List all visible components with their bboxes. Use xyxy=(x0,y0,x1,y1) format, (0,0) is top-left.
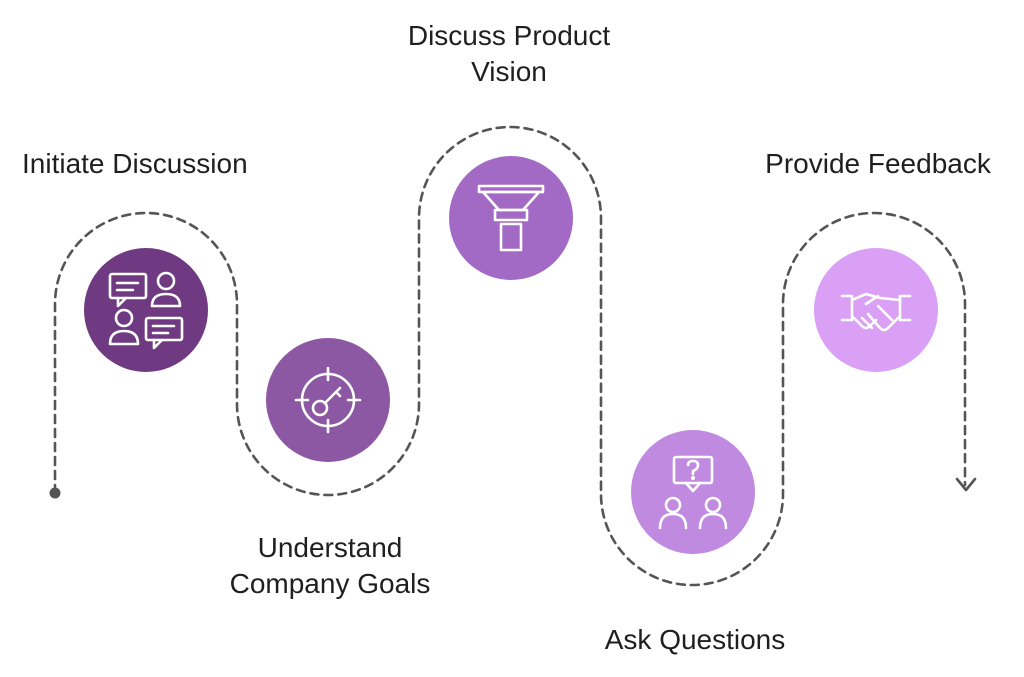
step-understand-label: Understand Company Goals xyxy=(206,530,454,602)
step-discuss-node xyxy=(449,156,573,280)
handshake-icon xyxy=(840,292,912,332)
target-key-icon xyxy=(294,366,362,434)
path-start-dot xyxy=(49,487,61,499)
step-discuss-label: Discuss Product Vision xyxy=(390,18,628,90)
step-feedback-label-line: Provide Feedback xyxy=(765,148,991,179)
step-ask-node xyxy=(631,430,755,554)
step-initiate-label: Initiate Discussion xyxy=(22,146,248,182)
step-feedback-circle xyxy=(814,248,938,372)
step-understand-label-line-2: Company Goals xyxy=(229,568,431,599)
step-initiate-label-line: Initiate Discussion xyxy=(22,148,248,179)
step-feedback-label: Provide Feedback xyxy=(744,146,1012,182)
step-discuss-circle xyxy=(449,156,573,280)
people-question-icon xyxy=(658,455,728,530)
step-ask-label-line: Ask Questions xyxy=(604,624,786,655)
step-feedback-node xyxy=(814,248,938,372)
path-end-arrow-icon xyxy=(955,477,977,492)
step-understand-label-line-1: Understand xyxy=(257,532,403,563)
step-discuss-label-line-2: Vision xyxy=(471,56,547,87)
step-discuss-label-line-1: Discuss Product xyxy=(407,20,611,51)
people-chat-icon xyxy=(108,271,184,350)
step-ask-label: Ask Questions xyxy=(576,622,814,658)
step-understand-node xyxy=(266,338,390,462)
step-initiate-circle xyxy=(84,248,208,372)
step-initiate-node xyxy=(84,248,208,372)
funnel-icon xyxy=(477,184,545,252)
